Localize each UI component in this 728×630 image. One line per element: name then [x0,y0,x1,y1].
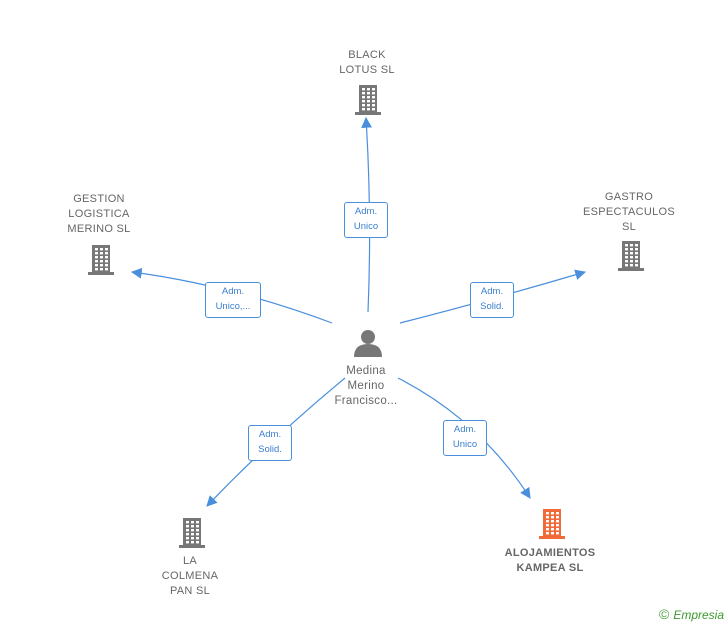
company-name-line: KAMPEA SL [516,562,584,574]
company-name-line: PAN SL [169,585,211,597]
building-icon [539,509,565,539]
copyright-symbol: © [658,606,670,622]
edge-label-gastro[interactable]: Adm. Solid. [470,282,514,318]
company-node-gestion[interactable]: GESTION LOGISTICA MERINO SL [39,192,159,237]
company-name-line: BLACK [348,49,386,61]
company-name-line: ESPECTACULOS [582,206,676,218]
person-name-line: Merino [347,380,385,392]
company-name-line: LA [182,555,198,567]
edge-label-line: Unico [452,439,478,450]
building-icon [355,85,381,115]
edge-label-line: Adm. [480,286,504,297]
edge-label-alojamientos[interactable]: Adm. Unico [443,420,487,456]
edge-label-black-lotus[interactable]: Adm. Unico [344,202,388,238]
person-name-line: Medina [346,365,386,377]
edge-label-line: Unico,... [215,301,251,312]
company-node-black-lotus[interactable]: BLACK LOTUS SL [307,48,427,78]
building-icon [88,245,114,275]
edge-label-line: Solid. [480,301,504,312]
edge-label-line: Adm. [221,286,245,297]
company-name-line: ALOJAMIENTOS [504,547,596,559]
company-name-line: GASTRO [604,191,654,203]
person-name-line: Francisco... [334,395,398,407]
brand-name: Empresia [673,608,724,622]
building-icon [179,518,205,548]
edge-label-gestion[interactable]: Adm. Unico,... [205,282,261,318]
edge-label-line: Adm. [453,424,477,435]
company-node-gastro[interactable]: GASTRO ESPECTACULOS SL [569,190,689,235]
company-name-line: SL [621,221,637,233]
edge-label-line: Solid. [258,444,282,455]
edge-label-colmena[interactable]: Adm. Solid. [248,425,292,461]
company-name-line: LOTUS SL [339,64,395,76]
edge-label-line: Adm. [258,429,282,440]
company-name-line: LOGISTICA [68,208,130,220]
brand-watermark[interactable]: ©Empresia [659,606,724,622]
company-name-line: COLMENA [161,570,219,582]
building-icon [618,241,644,271]
company-name-line: GESTION [73,193,125,205]
company-node-alojamientos[interactable]: ALOJAMIENTOS KAMPEA SL [490,546,610,576]
edge-label-line: Adm. [354,206,378,217]
person-icon [354,330,382,357]
company-node-colmena[interactable]: LA COLMENA PAN SL [130,554,250,599]
company-name-line: MERINO SL [67,223,131,235]
edge-label-line: Unico [353,221,379,232]
